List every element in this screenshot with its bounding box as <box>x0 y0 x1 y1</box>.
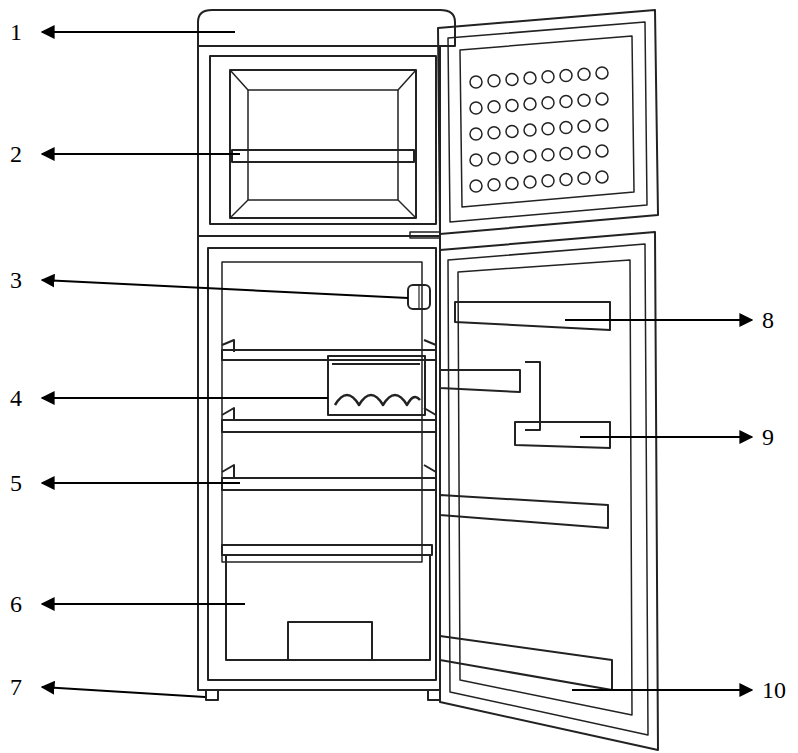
door-dot <box>596 93 608 105</box>
door-dot <box>596 67 608 79</box>
wine-rack <box>328 356 425 415</box>
cabinet <box>198 46 440 690</box>
callout-number: 5 <box>10 471 22 495</box>
door-dot <box>488 75 500 87</box>
door-dot <box>524 124 536 136</box>
crisper-drawer <box>226 555 430 660</box>
shelf <box>222 420 436 432</box>
callout-number: 10 <box>762 678 786 702</box>
door-dot <box>506 151 518 163</box>
door-dot <box>542 97 554 109</box>
foot <box>428 690 440 700</box>
door-dot <box>470 180 482 192</box>
freezer-shelf <box>232 150 414 162</box>
door-dot <box>542 71 554 83</box>
callout-number: 1 <box>10 20 22 44</box>
door-dot <box>542 175 554 187</box>
door-dot <box>506 73 518 85</box>
door-dot <box>524 98 536 110</box>
crisper-cover <box>222 545 432 555</box>
door-dot <box>470 128 482 140</box>
foot <box>206 690 218 700</box>
door-dot <box>488 179 500 191</box>
door-shelf <box>515 422 610 448</box>
door-dot <box>488 127 500 139</box>
callout-number: 7 <box>10 675 22 699</box>
door-shelf <box>440 495 608 528</box>
freezer-door <box>438 10 658 234</box>
door-dot <box>560 174 572 186</box>
door-dot <box>506 125 518 137</box>
shelf <box>222 478 436 490</box>
callout-number: 8 <box>762 308 774 332</box>
callout-number: 3 <box>10 268 22 292</box>
callout-number: 2 <box>10 142 22 166</box>
door-dot <box>560 70 572 82</box>
callout-number: 6 <box>10 592 22 616</box>
door-dot <box>524 176 536 188</box>
freezer-liner <box>230 70 416 218</box>
door-dot <box>578 146 590 158</box>
door-dot <box>506 177 518 189</box>
light <box>408 285 430 309</box>
freezer-back <box>248 90 398 200</box>
door-dot <box>506 99 518 111</box>
door-dot <box>578 172 590 184</box>
door-dot <box>596 171 608 183</box>
top-cap <box>198 10 455 46</box>
door-dot <box>488 101 500 113</box>
door-shelf <box>440 636 612 690</box>
callout-number: 9 <box>762 425 774 449</box>
door-dot <box>542 123 554 135</box>
door-dot <box>578 94 590 106</box>
door-dot <box>524 72 536 84</box>
leader-lines <box>42 32 752 697</box>
door-dot <box>470 76 482 88</box>
door-dot <box>560 96 572 108</box>
door-shelf <box>440 370 520 392</box>
door-dot <box>470 102 482 114</box>
freezer-compartment <box>210 56 436 224</box>
fridge-back <box>222 262 422 562</box>
door-dot <box>542 149 554 161</box>
door-dot <box>578 120 590 132</box>
fridge-door <box>440 232 658 750</box>
door-shelf <box>455 302 610 330</box>
door-dot <box>524 150 536 162</box>
callout-number: 4 <box>10 386 22 410</box>
door-dot <box>578 68 590 80</box>
door-dot <box>596 145 608 157</box>
door-dot <box>560 122 572 134</box>
door-dot <box>488 153 500 165</box>
door-dot <box>596 119 608 131</box>
fridge-compartment <box>208 248 436 680</box>
door-dot <box>560 148 572 160</box>
door-dot <box>470 154 482 166</box>
